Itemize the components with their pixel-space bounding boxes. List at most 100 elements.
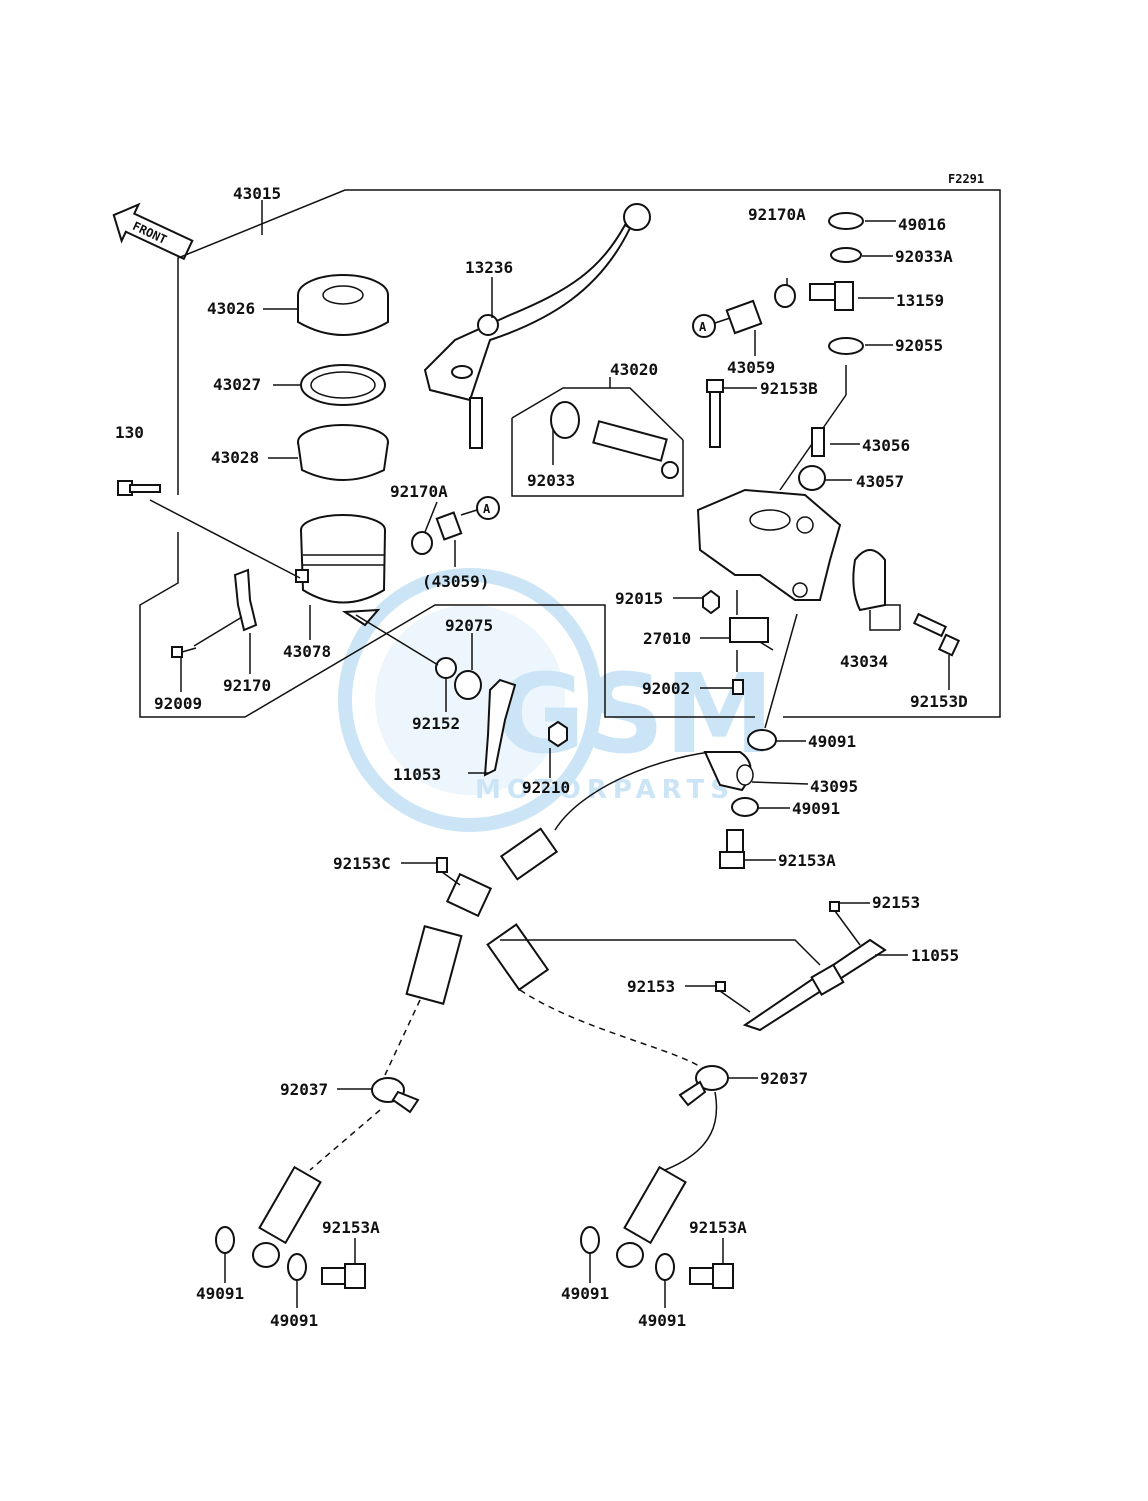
bolt-92153a-top (719, 829, 745, 869)
svg-text:A: A (699, 320, 707, 334)
grommet-92075 (454, 670, 482, 700)
clamp-92170a-right (774, 284, 796, 308)
label-92170a-left: 92170A (390, 482, 448, 501)
bracket-11053 (483, 678, 517, 777)
bolt-92153c (436, 857, 448, 873)
hose-43059-right (725, 299, 763, 335)
ref-marker-right: A (692, 314, 716, 338)
label-92153c: 92153C (333, 854, 391, 873)
label-92002: 92002 (642, 679, 690, 698)
label-43020: 43020 (610, 360, 658, 379)
hose-fitting-left (405, 925, 463, 1005)
assembly-outline-43015 (177, 189, 1001, 718)
washer-49091-mid (731, 797, 759, 817)
label-92210: 92210 (522, 778, 570, 797)
ref-marker-left: A (476, 496, 500, 520)
label-92075: 92075 (445, 616, 493, 635)
bolt-130 (117, 480, 161, 496)
label-43056: 43056 (862, 436, 910, 455)
cap-49016 (828, 212, 864, 230)
label-92153a-bl: 92153A (322, 1218, 380, 1237)
hose-end-left (252, 1165, 322, 1268)
watermark: GSM MOTORPARTS (338, 568, 774, 832)
label-92009: 92009 (154, 694, 202, 713)
screw-92009 (171, 646, 197, 658)
washer-49091-br1 (580, 1226, 600, 1254)
screw-92002 (732, 679, 744, 695)
label-92153a-top: 92153A (778, 851, 836, 870)
label-27010: 27010 (643, 629, 691, 648)
reservoir-body (295, 514, 386, 627)
label-11053: 11053 (393, 765, 441, 784)
label-49091-b: 49091 (792, 799, 840, 818)
hose-43059-left (435, 511, 463, 541)
label-43095: 43095 (810, 777, 858, 796)
label-43059-paren: (43059) (422, 572, 489, 591)
washer-49091-br2 (655, 1253, 675, 1281)
label-43034: 43034 (840, 652, 888, 671)
label-49091-a: 49091 (808, 732, 856, 751)
washer-49091-top (747, 729, 777, 751)
cap-43057 (798, 465, 826, 491)
diaphragm-plate (300, 364, 386, 406)
washer-49091-bl2 (287, 1253, 307, 1281)
label-92055: 92055 (895, 336, 943, 355)
leader-lines (180, 220, 950, 1308)
label-92152: 92152 (412, 714, 460, 733)
bolt-92153-top (829, 901, 840, 912)
clamp-92170a-left (411, 531, 433, 555)
bolt-92153b (706, 379, 724, 448)
label-11055: 11055 (911, 946, 959, 965)
label-49091-bl1: 49091 (196, 1284, 244, 1303)
front-arrow-icon: FRONT (112, 202, 194, 261)
hose-end-right (616, 1165, 687, 1268)
label-49091-br2: 49091 (638, 1311, 686, 1330)
label-92153-top: 92153 (872, 893, 920, 912)
label-92037-left: 92037 (280, 1080, 328, 1099)
label-43078: 43078 (283, 642, 331, 661)
banjo-43095 (703, 751, 754, 792)
label-130: 130 (115, 423, 144, 442)
circlip-92033a (830, 247, 862, 263)
brake-lever (423, 203, 651, 449)
reservoir-cap (297, 274, 389, 336)
label-43015: 43015 (233, 184, 281, 203)
label-92015: 92015 (615, 589, 663, 608)
label-13236: 13236 (465, 258, 513, 277)
bolt-92153d (912, 612, 961, 657)
bolt-92153a-br (689, 1263, 734, 1289)
part-labels: 43015 43026 43027 43028 130 92170A (4305… (115, 184, 968, 1330)
hose-fitting-upper (499, 827, 559, 881)
label-43027: 43027 (213, 375, 261, 394)
label-49091-bl2: 49091 (270, 1311, 318, 1330)
washer-49091-bl1 (215, 1226, 235, 1254)
banjo-92037-left (371, 1077, 420, 1114)
label-43026: 43026 (207, 299, 255, 318)
label-43057: 43057 (856, 472, 904, 491)
figure-code: F2291 (948, 172, 984, 186)
label-92153b: 92153B (760, 379, 818, 398)
bracket-92170 (233, 568, 258, 632)
label-92037-right: 92037 (760, 1069, 808, 1088)
label-13159: 13159 (896, 291, 944, 310)
label-43028: 43028 (211, 448, 259, 467)
label-43059: 43059 (727, 358, 775, 377)
nut-92015 (702, 589, 720, 615)
fitting-13159 (809, 281, 854, 311)
label-92033: 92033 (527, 471, 575, 490)
washer-92152 (435, 657, 457, 679)
piston-kit (550, 401, 679, 479)
bolt-92153a-bl (321, 1263, 366, 1289)
bracket-11055 (742, 938, 887, 1032)
label-92153a-br: 92153A (689, 1218, 747, 1237)
svg-text:A: A (483, 502, 491, 516)
watermark-sub: MOTORPARTS (475, 775, 735, 805)
label-92170: 92170 (223, 676, 271, 695)
oring-92055 (828, 337, 864, 355)
label-92170a-right: 92170A (748, 205, 806, 224)
clamp-43034 (852, 549, 886, 612)
diaphragm (297, 424, 389, 481)
bleeder-43056 (811, 427, 825, 457)
label-49016: 49016 (898, 215, 946, 234)
